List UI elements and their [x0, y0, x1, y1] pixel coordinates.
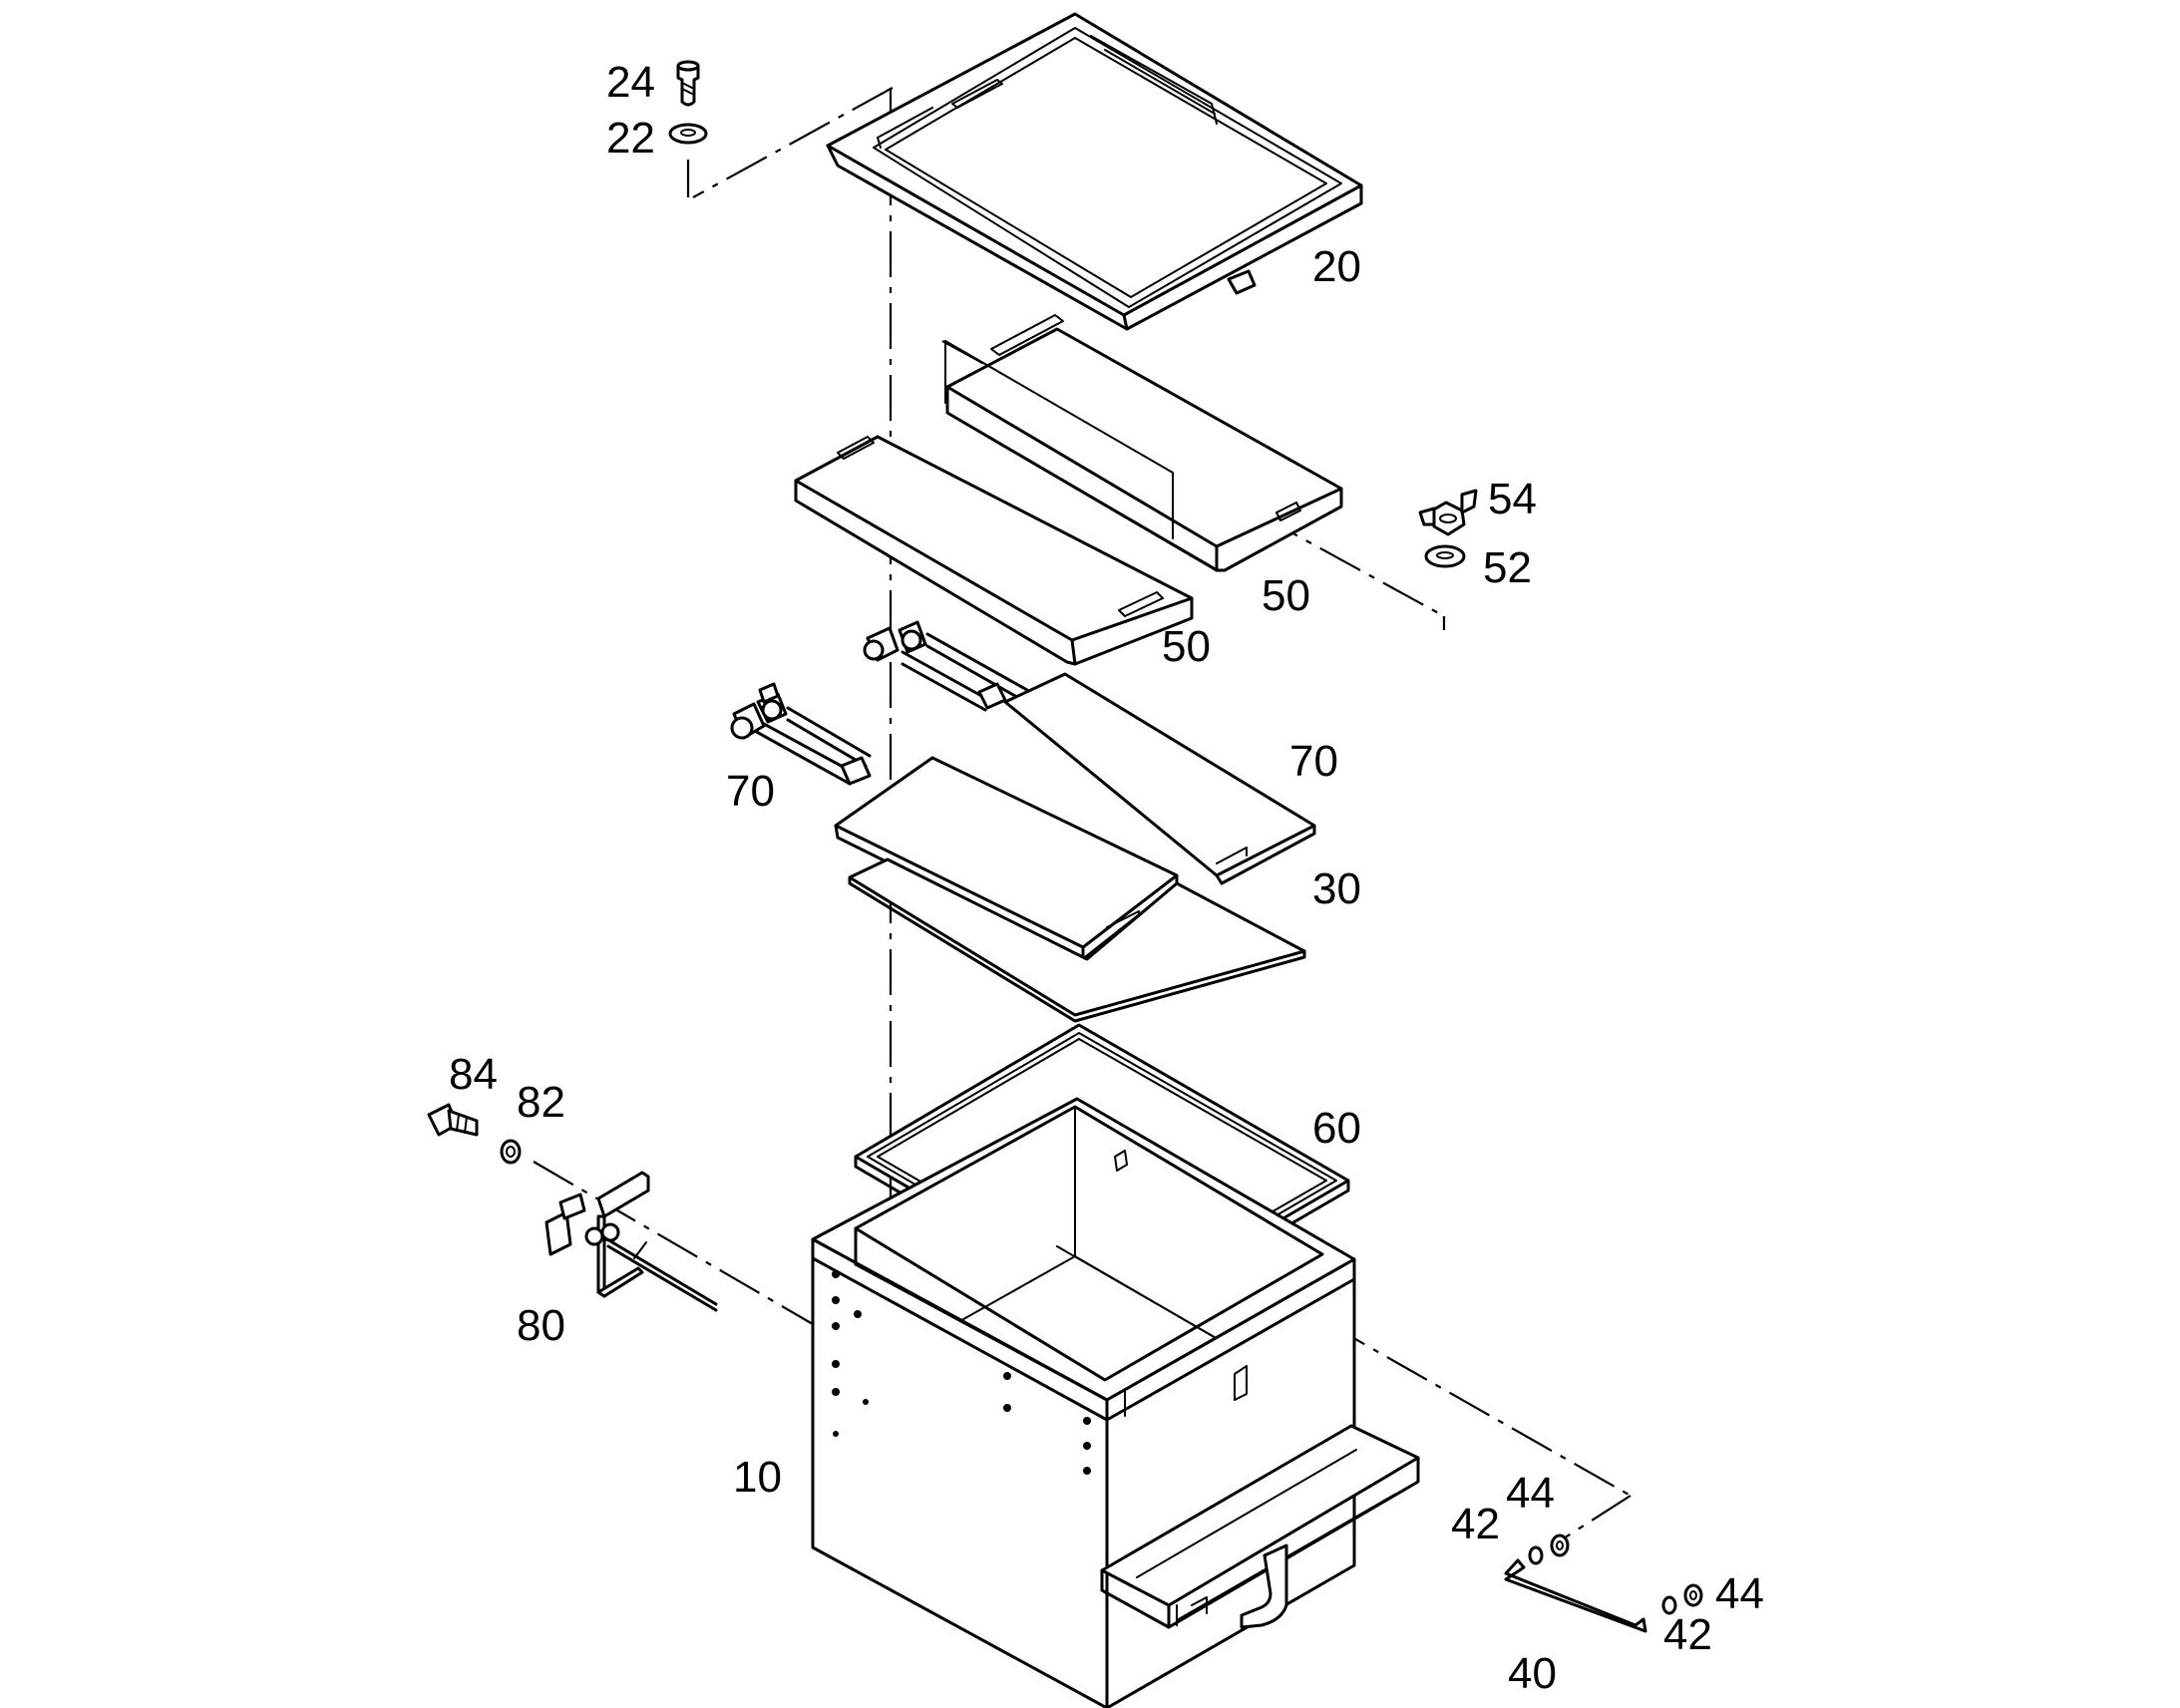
label-30: 30 — [1312, 864, 1361, 913]
washer-52 — [1424, 544, 1466, 568]
label-40: 40 — [1508, 1649, 1557, 1698]
nuts-42-44-lower — [1661, 1583, 1703, 1615]
label-54: 54 — [1488, 475, 1537, 523]
wing-nut-54 — [1418, 489, 1478, 536]
tray-50-back — [944, 314, 1343, 572]
washer-22 — [668, 123, 708, 145]
label-20: 20 — [1312, 242, 1361, 291]
label-70-back: 70 — [1289, 737, 1338, 786]
label-44-upper: 44 — [1506, 1469, 1555, 1518]
handle-rod-40 — [1504, 1558, 1647, 1633]
label-10: 10 — [733, 1453, 782, 1502]
label-44-lower: 44 — [1715, 1569, 1764, 1618]
label-52: 52 — [1483, 543, 1532, 592]
label-84: 84 — [449, 1050, 498, 1099]
label-22: 22 — [606, 114, 655, 163]
sensor-assembly-80 — [545, 1171, 718, 1312]
label-70-front: 70 — [726, 767, 775, 816]
bottom-plate-30 — [848, 857, 1306, 1023]
bolt-84 — [427, 1103, 479, 1137]
label-24: 24 — [606, 58, 655, 107]
label-82: 82 — [517, 1078, 565, 1127]
label-42-lower: 42 — [1663, 1610, 1712, 1659]
housing-10 — [811, 1097, 1420, 1708]
label-42-upper: 42 — [1451, 1500, 1500, 1548]
lid-frame-20 — [826, 12, 1363, 331]
heating-plate-70-back — [863, 620, 1316, 885]
label-50-front: 50 — [1162, 622, 1211, 671]
label-50-back: 50 — [1262, 571, 1310, 620]
label-60: 60 — [1312, 1104, 1361, 1153]
tray-50-front — [794, 435, 1194, 666]
washer-82 — [500, 1139, 522, 1165]
label-80: 80 — [517, 1301, 565, 1350]
bolt-24 — [676, 60, 700, 107]
nuts-42-44-upper — [1528, 1534, 1570, 1565]
part-labels: 24 22 20 54 52 50 50 70 70 30 84 82 60 8… — [449, 58, 1764, 1698]
